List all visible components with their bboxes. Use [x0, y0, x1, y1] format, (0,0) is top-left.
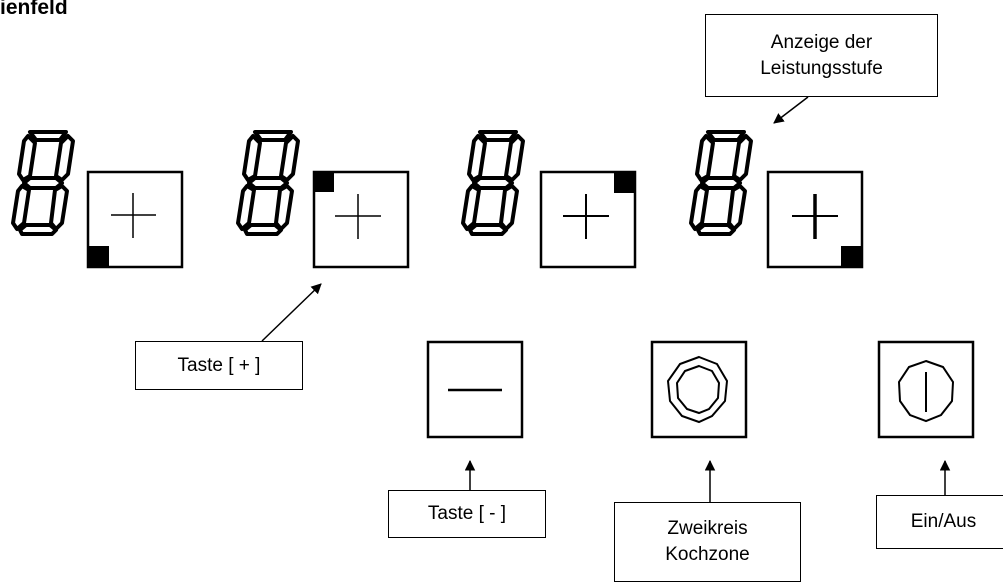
arrow-plus-key — [261, 283, 322, 342]
zone-indicator-bottom-left — [88, 246, 109, 267]
zone-indicator-top-right — [614, 172, 635, 193]
callout-line: Anzeige der — [770, 31, 873, 53]
power-level-display-3 — [461, 130, 525, 236]
callout-line: Zweikreis — [667, 518, 748, 539]
zone-indicator-bottom-right — [841, 246, 862, 267]
plus-key-1[interactable] — [86, 170, 184, 269]
page-title: ienfeld — [0, 0, 68, 19]
power-level-display-2 — [236, 130, 300, 236]
callout-line: Leistungsstufe — [760, 57, 883, 79]
arrow-power-level — [773, 96, 809, 124]
callout-arrows — [261, 96, 951, 502]
callout-line: Kochzone — [665, 544, 750, 565]
minus-key[interactable] — [426, 340, 524, 439]
callout-label: Taste [ + ] — [177, 354, 261, 376]
callout-plus-key: Taste [ + ] — [135, 341, 303, 390]
callout-on-off: Ein/Aus — [876, 495, 1003, 549]
power-icon — [897, 359, 955, 423]
callout-minus-key: Taste [ - ] — [388, 490, 546, 538]
callout-label: Ein/Aus — [910, 511, 977, 532]
on-off-key[interactable] — [877, 340, 975, 439]
dual-zone-key[interactable] — [650, 340, 748, 439]
callout-power-level-display: Anzeige der Leistungsstufe — [705, 14, 938, 97]
callout-dual-zone: Zweikreis Kochzone — [614, 502, 801, 582]
zone-indicator-top-left — [314, 172, 334, 192]
dual-ring-icon — [666, 355, 729, 424]
plus-key-4[interactable] — [766, 170, 864, 269]
plus-key-3[interactable] — [539, 170, 637, 269]
power-level-display-1 — [11, 130, 75, 236]
callout-label: Taste [ - ] — [427, 503, 507, 524]
power-level-display-4 — [689, 130, 753, 236]
plus-key-2[interactable] — [312, 170, 410, 269]
